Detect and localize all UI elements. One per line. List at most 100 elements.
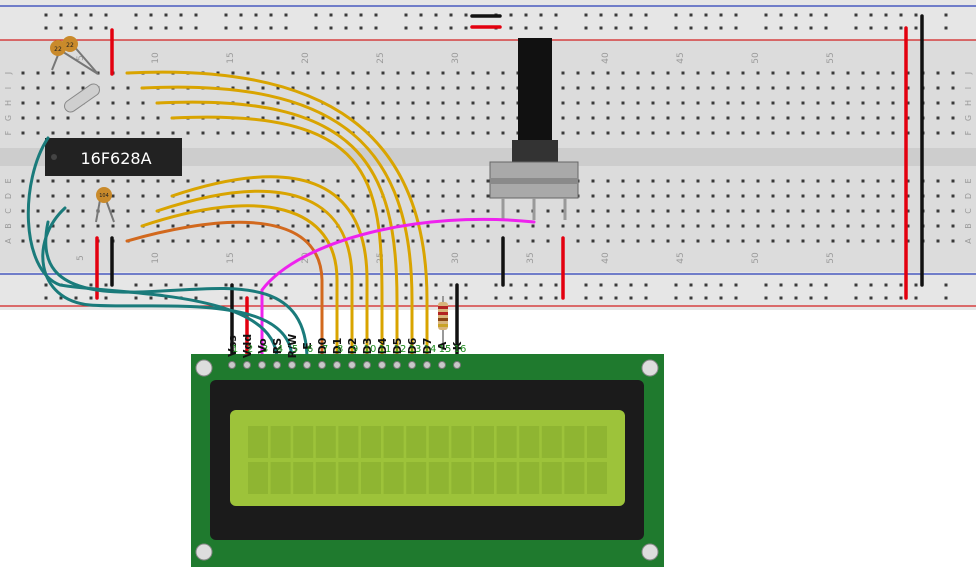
cap-22b-label: 22 [66, 42, 74, 49]
lcd-cell [338, 462, 359, 494]
lcd-pin-pad [258, 361, 266, 369]
row-letter: I [964, 87, 973, 89]
wire-vo-magenta [260, 217, 536, 362]
chip-label: 16F628A [80, 149, 151, 168]
lcd-cell [564, 426, 585, 458]
pic-microcontroller: 16F628A [45, 138, 182, 176]
lcd-pin-pad [288, 361, 296, 369]
lcd-cell [270, 462, 291, 494]
lcd-cell [496, 462, 517, 494]
lcd-cell [361, 462, 381, 494]
lcd-pin-pad [423, 361, 431, 369]
lcd-cell [383, 462, 404, 494]
data-wire-yellow [170, 115, 384, 362]
column-number: 55 [826, 52, 836, 63]
column-number: 10 [151, 52, 161, 64]
lcd-cell [474, 462, 494, 494]
data-wire-yellow [155, 189, 354, 362]
lcd-pin-pad [438, 361, 446, 369]
lcd-pin-name: Vo [256, 338, 269, 354]
wire-e-teal [44, 220, 309, 362]
lcd-pin-number: 15 [439, 344, 452, 355]
row-letter: J [4, 72, 13, 75]
lcd-pin-pad [378, 361, 386, 369]
lcd-cell [519, 462, 540, 494]
row-letter: A [964, 238, 973, 244]
column-number: 5 [76, 255, 86, 261]
lcd-cell [519, 426, 540, 458]
lcd-cell [248, 462, 268, 494]
lcd-pin-name: Vdd [241, 334, 254, 358]
lcd-cell [293, 426, 314, 458]
lcd-cell [474, 426, 494, 458]
data-wire-yellow [170, 175, 369, 362]
lcd-pin-name: D1 [331, 338, 344, 355]
lcd-cell [293, 462, 314, 494]
lcd-pin-pad [453, 361, 461, 369]
row-letter: B [4, 223, 13, 229]
lcd-pin-number: 16 [454, 344, 467, 355]
column-number: 40 [601, 252, 611, 264]
row-letter: G [4, 115, 13, 121]
lcd-pin-name: D4 [376, 337, 389, 354]
data-wire-yellow [125, 70, 429, 362]
lcd-pin-number: 13 [409, 344, 422, 355]
lcd-cell [270, 426, 291, 458]
column-number: 5 [76, 55, 86, 61]
lcd-pin-name: R/W [286, 334, 299, 359]
wire-rw-teal [41, 206, 294, 362]
lcd-pin-name: RS [271, 338, 284, 354]
lcd-pin-pad [318, 361, 326, 369]
lcd-pin-pad [273, 361, 281, 369]
lcd-cell [496, 426, 517, 458]
lcd-cell [406, 462, 427, 494]
ceramic-capacitor-22b: 22 [62, 36, 99, 75]
row-letter: B [964, 223, 973, 229]
column-number: 20 [301, 252, 311, 264]
lcd-character-cells [248, 426, 607, 494]
row-letter: H [964, 100, 973, 106]
row-letter: F [4, 130, 13, 135]
lcd-pin-number: 8 [337, 344, 343, 355]
wire-rs-teal [26, 136, 279, 362]
lcd-pin-name: Vss [226, 335, 239, 357]
lcd-pin-number: 14 [424, 344, 437, 355]
lcd-cell [338, 426, 359, 458]
lcd-pin-name: A [436, 341, 449, 350]
column-number: 30 [451, 52, 461, 64]
column-number: 15 [226, 52, 236, 63]
lcd-pin-name: K [451, 341, 464, 350]
column-number: 30 [451, 252, 461, 264]
column-number: 50 [751, 52, 761, 64]
data-wire-yellow [140, 204, 339, 362]
row-letter: G [964, 115, 973, 121]
wire-d0-orange [125, 220, 324, 362]
lcd-cell [587, 462, 607, 494]
column-number: 55 [826, 252, 836, 263]
lcd-pin-pad [348, 361, 356, 369]
lcd-pin-number: 11 [379, 344, 392, 355]
column-number: 35 [526, 252, 536, 263]
lcd-pin-pad [363, 361, 371, 369]
lcd-pin-name: D5 [391, 338, 404, 355]
wires [26, 14, 924, 362]
lcd-cell [541, 426, 562, 458]
row-letter: C [4, 208, 13, 214]
column-number: 45 [676, 52, 686, 63]
lcd-cell [451, 426, 472, 458]
row-letter: H [4, 100, 13, 106]
row-letter: J [964, 72, 973, 75]
lcd-pin-name: D0 [316, 337, 329, 354]
row-letter: E [4, 178, 13, 183]
row-letter: I [4, 87, 13, 89]
lcd-cell [383, 426, 404, 458]
lcd-pin-number: 6 [307, 344, 313, 355]
center-channel [0, 148, 976, 166]
lcd-pin-number: 4 [277, 344, 283, 355]
lcd-pin-number: 9 [352, 344, 358, 355]
lcd-pin-name: D2 [346, 338, 359, 355]
